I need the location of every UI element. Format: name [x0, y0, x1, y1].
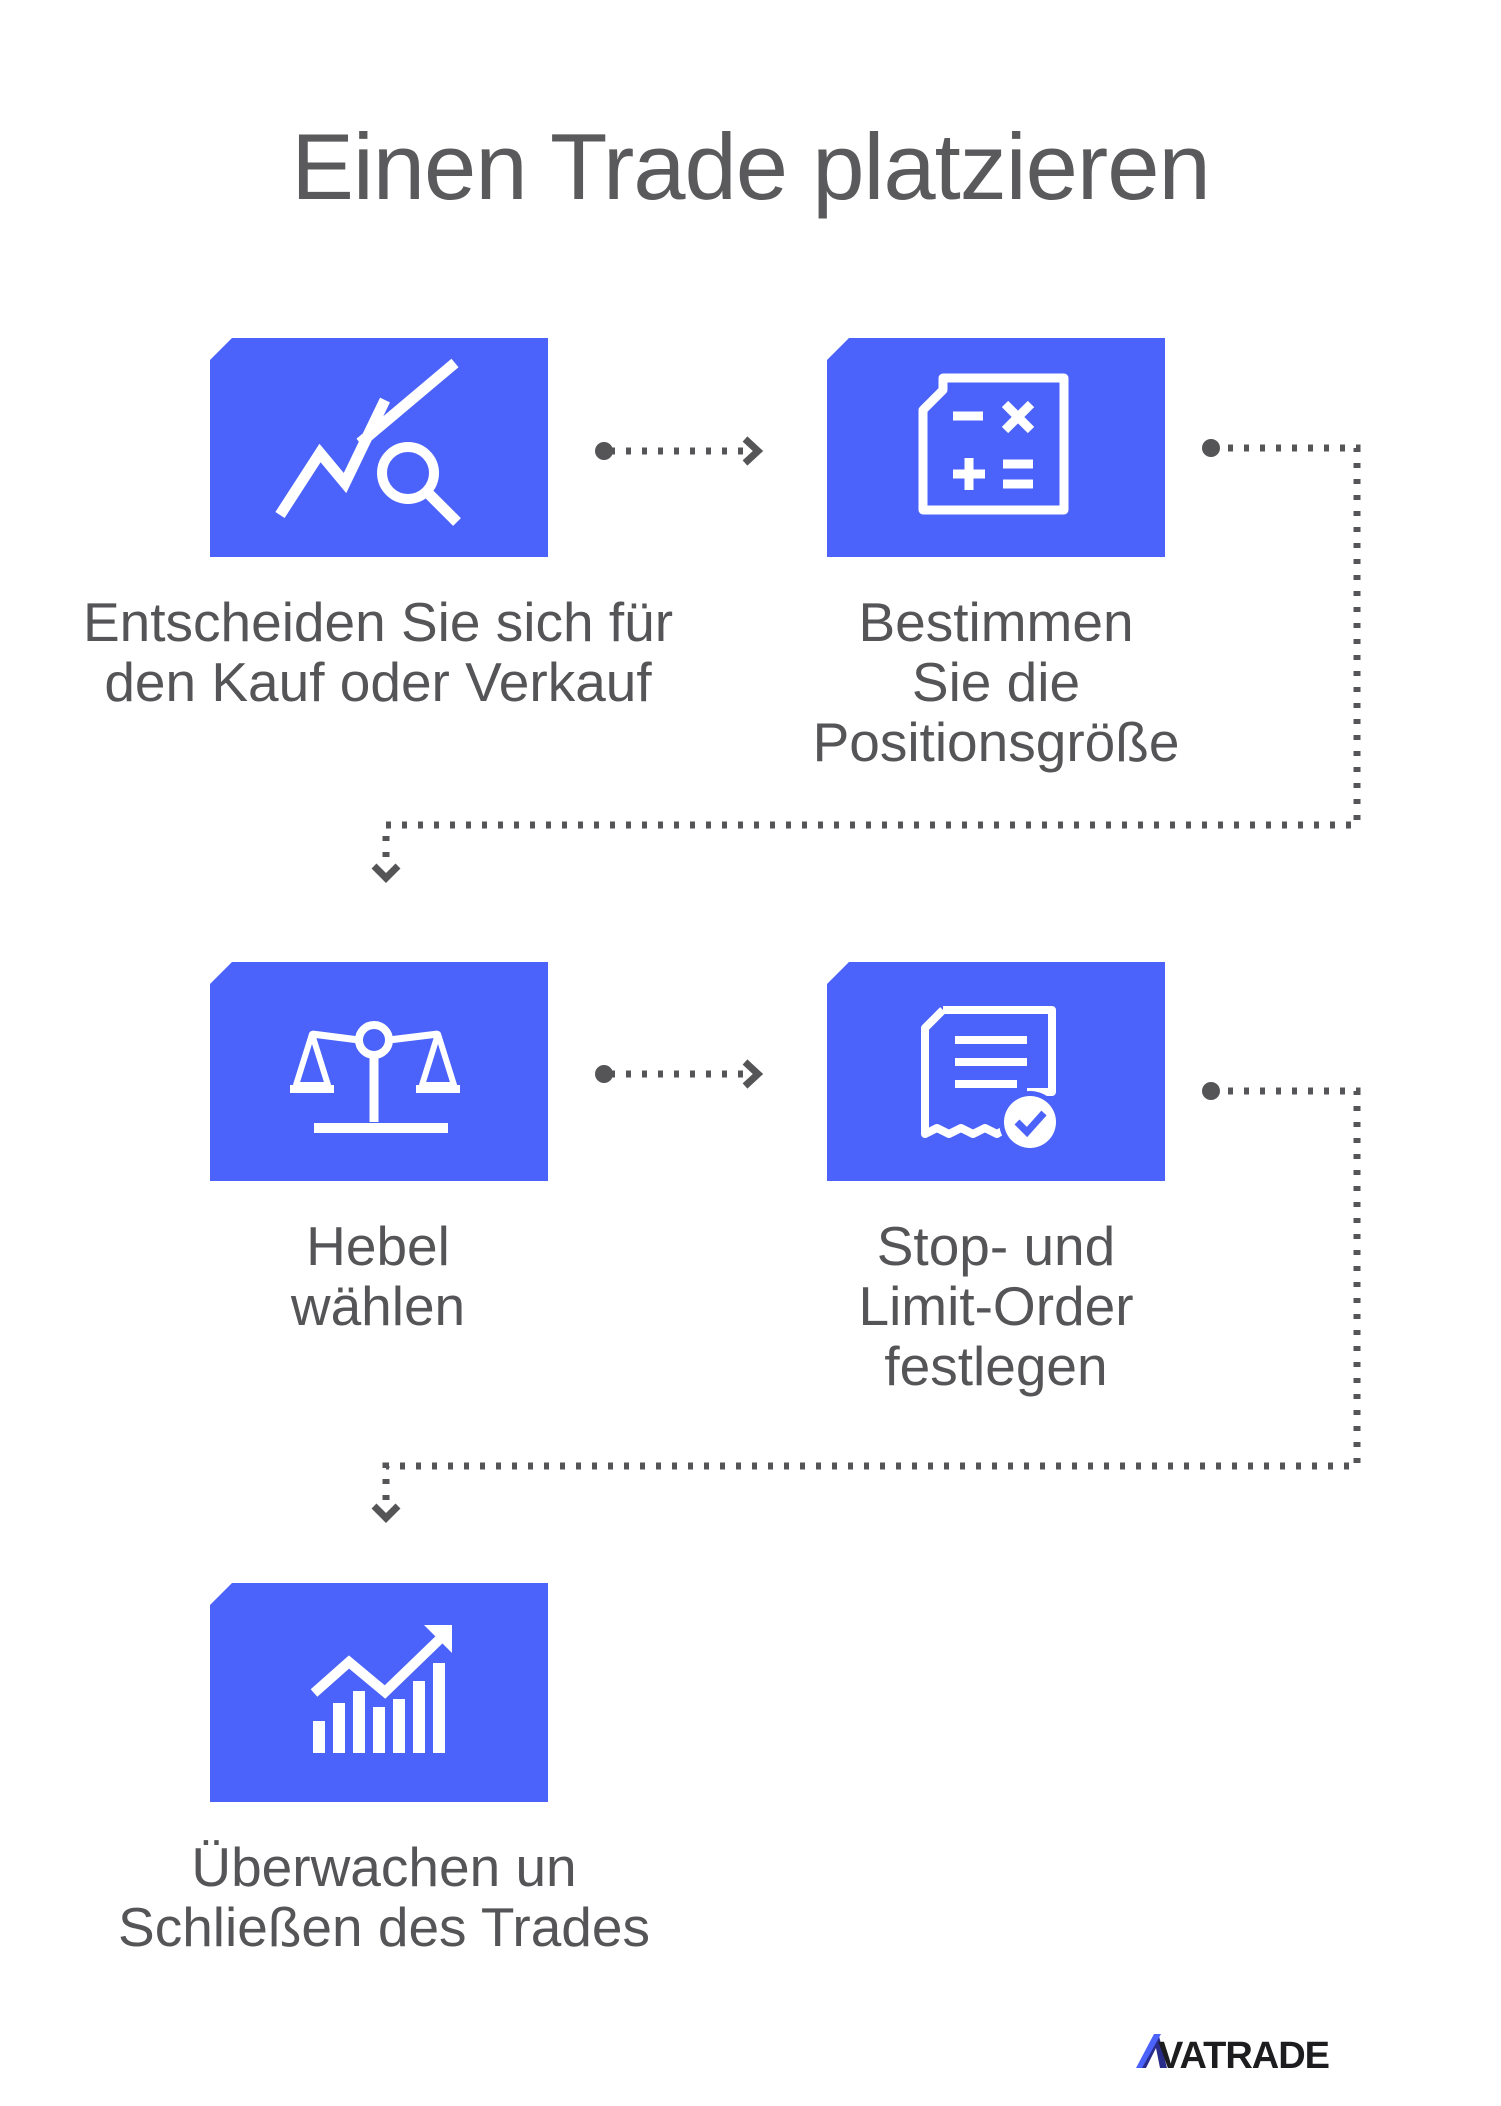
step-3-label: Hebel wählen: [290, 1215, 466, 1337]
connector-2-to-3: [382, 444, 1361, 862]
chart-magnifier-icon: [275, 358, 461, 526]
step-2-card: [827, 338, 1165, 557]
connector-start-dot: [595, 442, 613, 460]
arrowhead-right: [742, 436, 764, 466]
step-1-card: [210, 338, 548, 557]
growth-chart-icon: [310, 1625, 452, 1753]
avatrade-logo: VATRADE: [1134, 2034, 1330, 2077]
step-3-card: [210, 962, 548, 1181]
arrowhead-down: [371, 1503, 401, 1523]
connector-start-dot: [1202, 439, 1220, 457]
page-title: Einen Trade platzieren: [291, 114, 1211, 219]
arrowhead-right: [742, 1059, 764, 1089]
step-5-label: Überwachen un Schließen des Trades: [118, 1836, 650, 1958]
calculator-icon: [918, 373, 1069, 515]
arrowhead-down: [371, 863, 401, 883]
scales-icon: [290, 1021, 460, 1133]
connector-start-dot: [1202, 1082, 1220, 1100]
step-5-card: [210, 1583, 548, 1802]
step-1-label: Entscheiden Sie sich für den Kauf oder V…: [82, 591, 674, 713]
step-4-label: Stop- und Limit-Order festlegen: [858, 1215, 1134, 1397]
step-2-label: Bestimmen Sie die Positionsgröße: [812, 591, 1180, 773]
connector-4-to-5: [382, 1087, 1361, 1502]
document-check-icon: [921, 1006, 1061, 1153]
step-4-card: [827, 962, 1165, 1181]
connector-start-dot: [595, 1065, 613, 1083]
logo-wordmark: VATRADE: [1158, 2035, 1329, 2077]
